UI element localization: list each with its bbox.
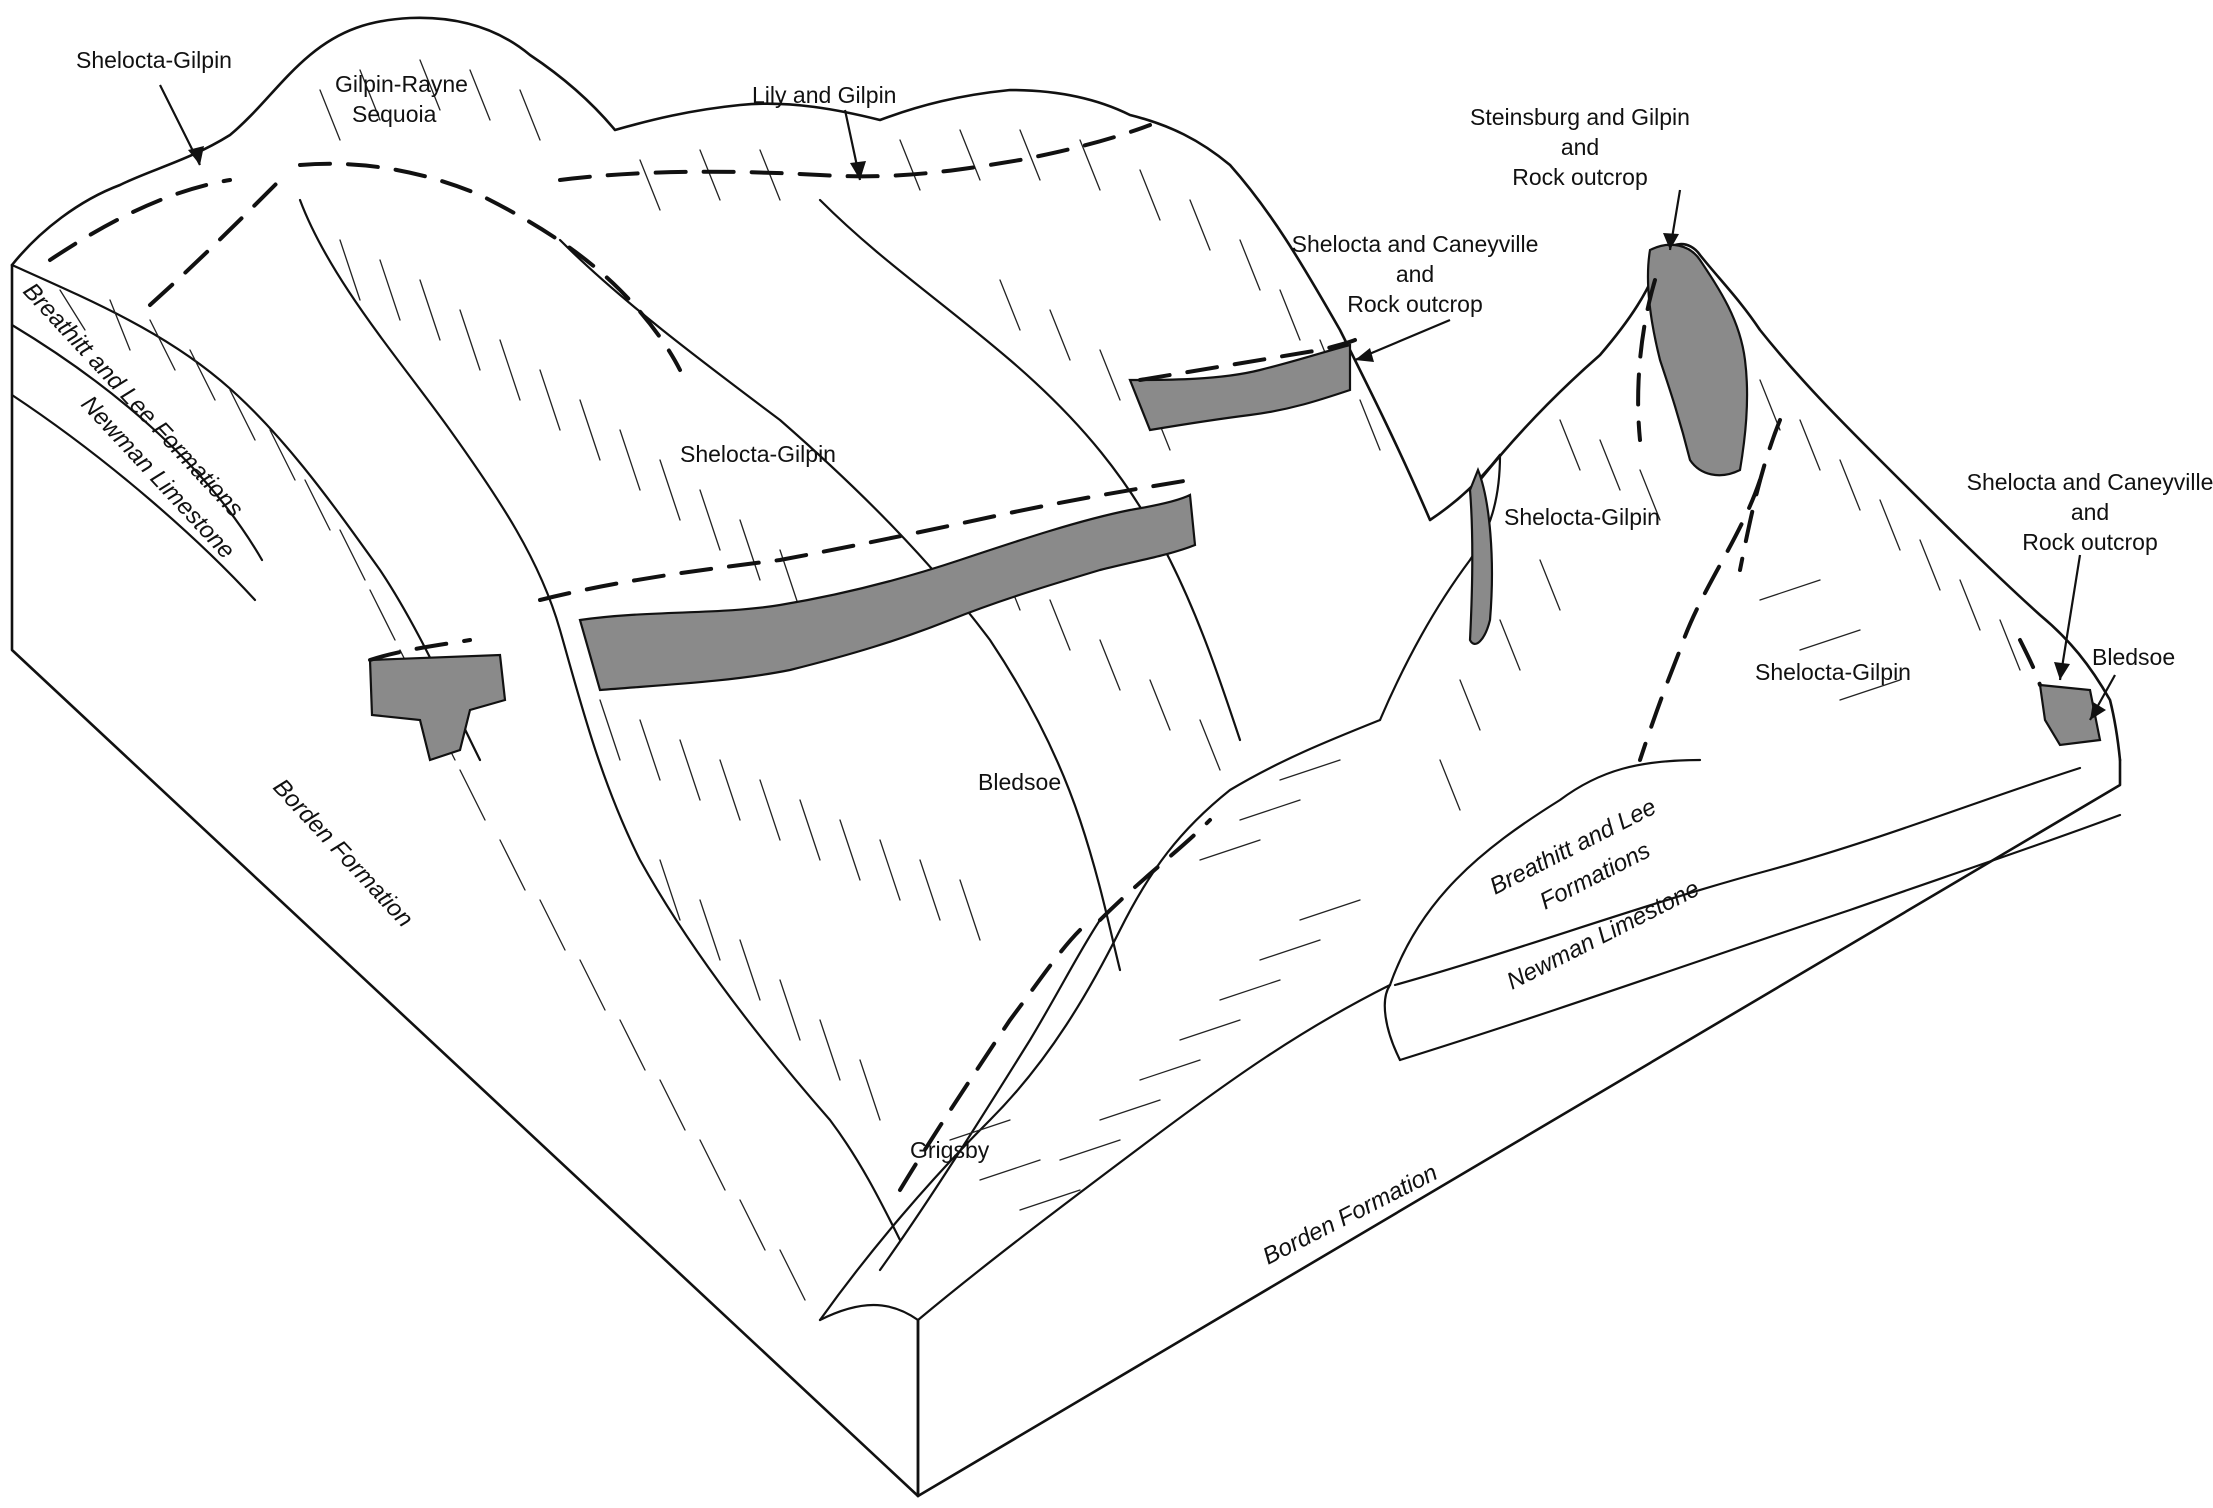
arrowhead-bledsoe-right [2090, 702, 2106, 720]
map-unit-labels: Shelocta-Gilpin Gilpin-Rayne Sequoia Lil… [76, 47, 2213, 1163]
label-shelocta-caneyville-right-line1: Shelocta and Caneyville [1967, 469, 2213, 495]
label-steinsburg-line1: Steinsburg and Gilpin [1470, 104, 1690, 130]
label-shelocta-caneyville-center-line1: Shelocta and Caneyville [1292, 231, 1539, 257]
label-shelocta-gilpin-right-lower: Shelocta-Gilpin [1755, 659, 1911, 685]
strata-lines [10, 323, 2122, 1062]
leader-arrows [159, 84, 2116, 721]
front-terrain-edge [818, 1304, 920, 1322]
boundary-lily-gilpin [558, 123, 1152, 182]
label-grigsby: Grigsby [910, 1137, 990, 1163]
boundary-right-peak [1636, 278, 1657, 442]
left-stratum-line-1 [10, 323, 264, 562]
boundary-left-spur [148, 178, 282, 307]
outcrop-left-spur [368, 653, 507, 762]
label-shelocta-gilpin-top-left: Shelocta-Gilpin [76, 47, 232, 73]
block-faces [10, 263, 2122, 1498]
right-face-outline [916, 758, 2122, 1498]
outcrop-central-band [578, 493, 1197, 692]
label-shelocta-caneyville-right-line2: and [2071, 499, 2109, 525]
stream-channel [878, 918, 1102, 1272]
label-steinsburg-line3: Rock outcrop [1512, 164, 1648, 190]
arrowhead-shelocta-gilpin-top-left [188, 146, 204, 165]
outcrop-far-right [2038, 683, 2102, 747]
right-inner-slope [1388, 758, 1702, 987]
left-stratum-line-2 [10, 393, 257, 602]
central-spur-left-edge [298, 198, 902, 1242]
rock-outcrops [368, 243, 2102, 762]
arrow-shelocta-caneyville-right [2058, 554, 2082, 681]
outcrop-right-spur [1468, 467, 1494, 645]
outcrop-upper-band [1128, 343, 1352, 432]
formation-labels: Breathitt and Lee Formations Newman Lime… [18, 278, 1704, 1271]
boundary-top-left [48, 178, 232, 262]
right-spur-inner [1378, 453, 1502, 722]
boundary-mid-upper [1138, 338, 1357, 382]
boundary-shelocta-mid [538, 478, 1192, 602]
right-terrain-front [1383, 983, 1402, 1062]
label-shelocta-caneyville-right-line3: Rock outcrop [2022, 529, 2158, 555]
boundary-right-ridge [1738, 418, 1782, 572]
label-front-borden: Borden Formation [1258, 1159, 1441, 1270]
soil-boundaries [48, 123, 2042, 1192]
boundary-right-slope [1638, 478, 1762, 762]
label-gilpin-rayne-line1: Gilpin-Rayne [335, 71, 468, 97]
arrowhead-lily-gilpin [850, 161, 866, 180]
label-shelocta-caneyville-center-line2: and [1396, 261, 1434, 287]
mid-ridge [818, 198, 1242, 742]
boundary-left-lower [368, 638, 472, 662]
boundary-grigsby [898, 928, 1082, 1192]
slope-hatching [59, 59, 2021, 1301]
valley-floor-left [818, 718, 1382, 1322]
right-stratum-line-2 [1398, 813, 2122, 1062]
label-shelocta-gilpin-right-upper: Shelocta-Gilpin [1504, 504, 1660, 530]
arrowhead-shelocta-caneyville-center [1355, 348, 1374, 362]
label-right-newman: Newman Limestone [1502, 875, 1703, 995]
label-steinsburg-line2: and [1561, 134, 1599, 160]
label-shelocta-caneyville-center-line3: Rock outcrop [1347, 291, 1483, 317]
label-shelocta-gilpin-center: Shelocta-Gilpin [680, 441, 836, 467]
arrowhead-shelocta-caneyville-right [2054, 662, 2070, 680]
boundary-far-right [2018, 638, 2042, 687]
outcrop-right-peak [1646, 243, 1749, 477]
skyline [10, 16, 1502, 522]
boundary-gilpin-rayne [298, 161, 682, 372]
label-bledsoe-right: Bledsoe [2092, 644, 2175, 670]
boundary-valley-right [1098, 818, 1212, 922]
label-bledsoe-center: Bledsoe [978, 769, 1061, 795]
right-peak-outline [1478, 242, 2122, 762]
arrowhead-steinsburg [1663, 233, 1679, 250]
label-lily-and-gilpin: Lily and Gilpin [752, 82, 896, 108]
label-gilpin-rayne-line2: Sequoia [352, 101, 437, 127]
right-stratum-line-1 [1393, 766, 2082, 987]
valley-floor-right [916, 983, 1392, 1322]
